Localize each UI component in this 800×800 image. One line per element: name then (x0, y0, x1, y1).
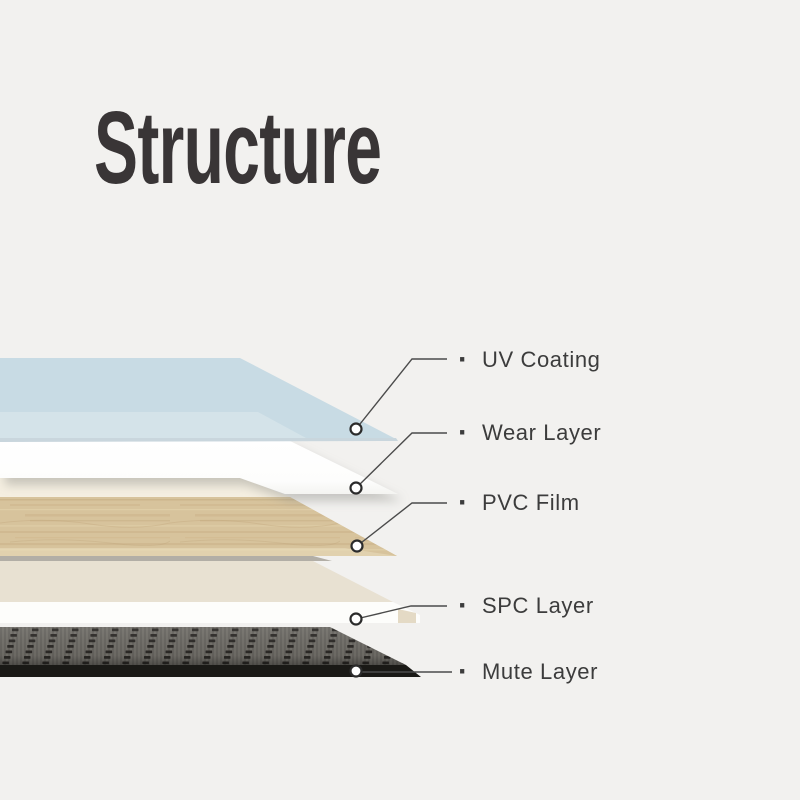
spc-layer-corner-tip (398, 609, 416, 623)
callout-marker-uv-coating (349, 422, 363, 436)
wear-layer-face (0, 441, 398, 494)
uv-coating-bottom-edge (0, 438, 398, 442)
callout-marker-pvc-film (350, 539, 364, 553)
pvc-film-bottom-highlight (0, 548, 397, 556)
callout-label-pvc-film: · PVC Film (458, 486, 580, 519)
spc-layer-side-face (0, 602, 420, 623)
callout-line-wear-layer (355, 432, 447, 489)
layer-pvc-film (0, 477, 397, 561)
label-dot-icon: · (458, 589, 468, 622)
label-dot-icon: · (458, 655, 468, 688)
layer-uv-coating (0, 358, 398, 442)
layer-wear-layer (0, 441, 398, 494)
layer-spc-layer (0, 561, 420, 623)
callout-lines (355, 358, 452, 673)
callout-label-uv-coating: · UV Coating (458, 343, 601, 376)
label-dot-icon: · (458, 343, 468, 376)
callout-markers (349, 422, 364, 678)
label-text-mute-layer: Mute Layer (482, 659, 599, 684)
callout-label-wear-layer: · Wear Layer (458, 416, 602, 449)
pvc-film-wood-texture (0, 497, 397, 556)
label-dot-icon: · (458, 486, 468, 519)
pvc-film-top-face (0, 477, 290, 497)
callout-label-spc-layer: · SPC Layer (458, 589, 594, 622)
callout-marker-mute-layer (349, 664, 363, 678)
callout-line-spc-layer (355, 605, 447, 620)
spc-layer-top-face (0, 561, 393, 602)
callout-line-pvc-film (356, 502, 447, 547)
callout-marker-wear-layer (349, 481, 363, 495)
pvc-film-shadow-strip (0, 556, 332, 561)
callout-line-uv-coating (355, 358, 447, 430)
page-title: Structure (94, 90, 382, 205)
label-text-uv-coating: UV Coating (482, 347, 601, 372)
callout-label-mute-layer: · Mute Layer (458, 655, 599, 688)
layer-mute-layer (0, 627, 421, 677)
label-dot-icon: · (458, 416, 468, 449)
callout-marker-spc-layer (349, 612, 363, 626)
label-text-spc-layer: SPC Layer (482, 593, 594, 618)
label-text-wear-layer: Wear Layer (482, 420, 602, 445)
mute-layer-bottom-edge (0, 665, 421, 677)
label-text-pvc-film: PVC Film (482, 490, 580, 515)
uv-coating-front-highlight (0, 412, 306, 438)
mute-layer-shading (0, 627, 406, 665)
